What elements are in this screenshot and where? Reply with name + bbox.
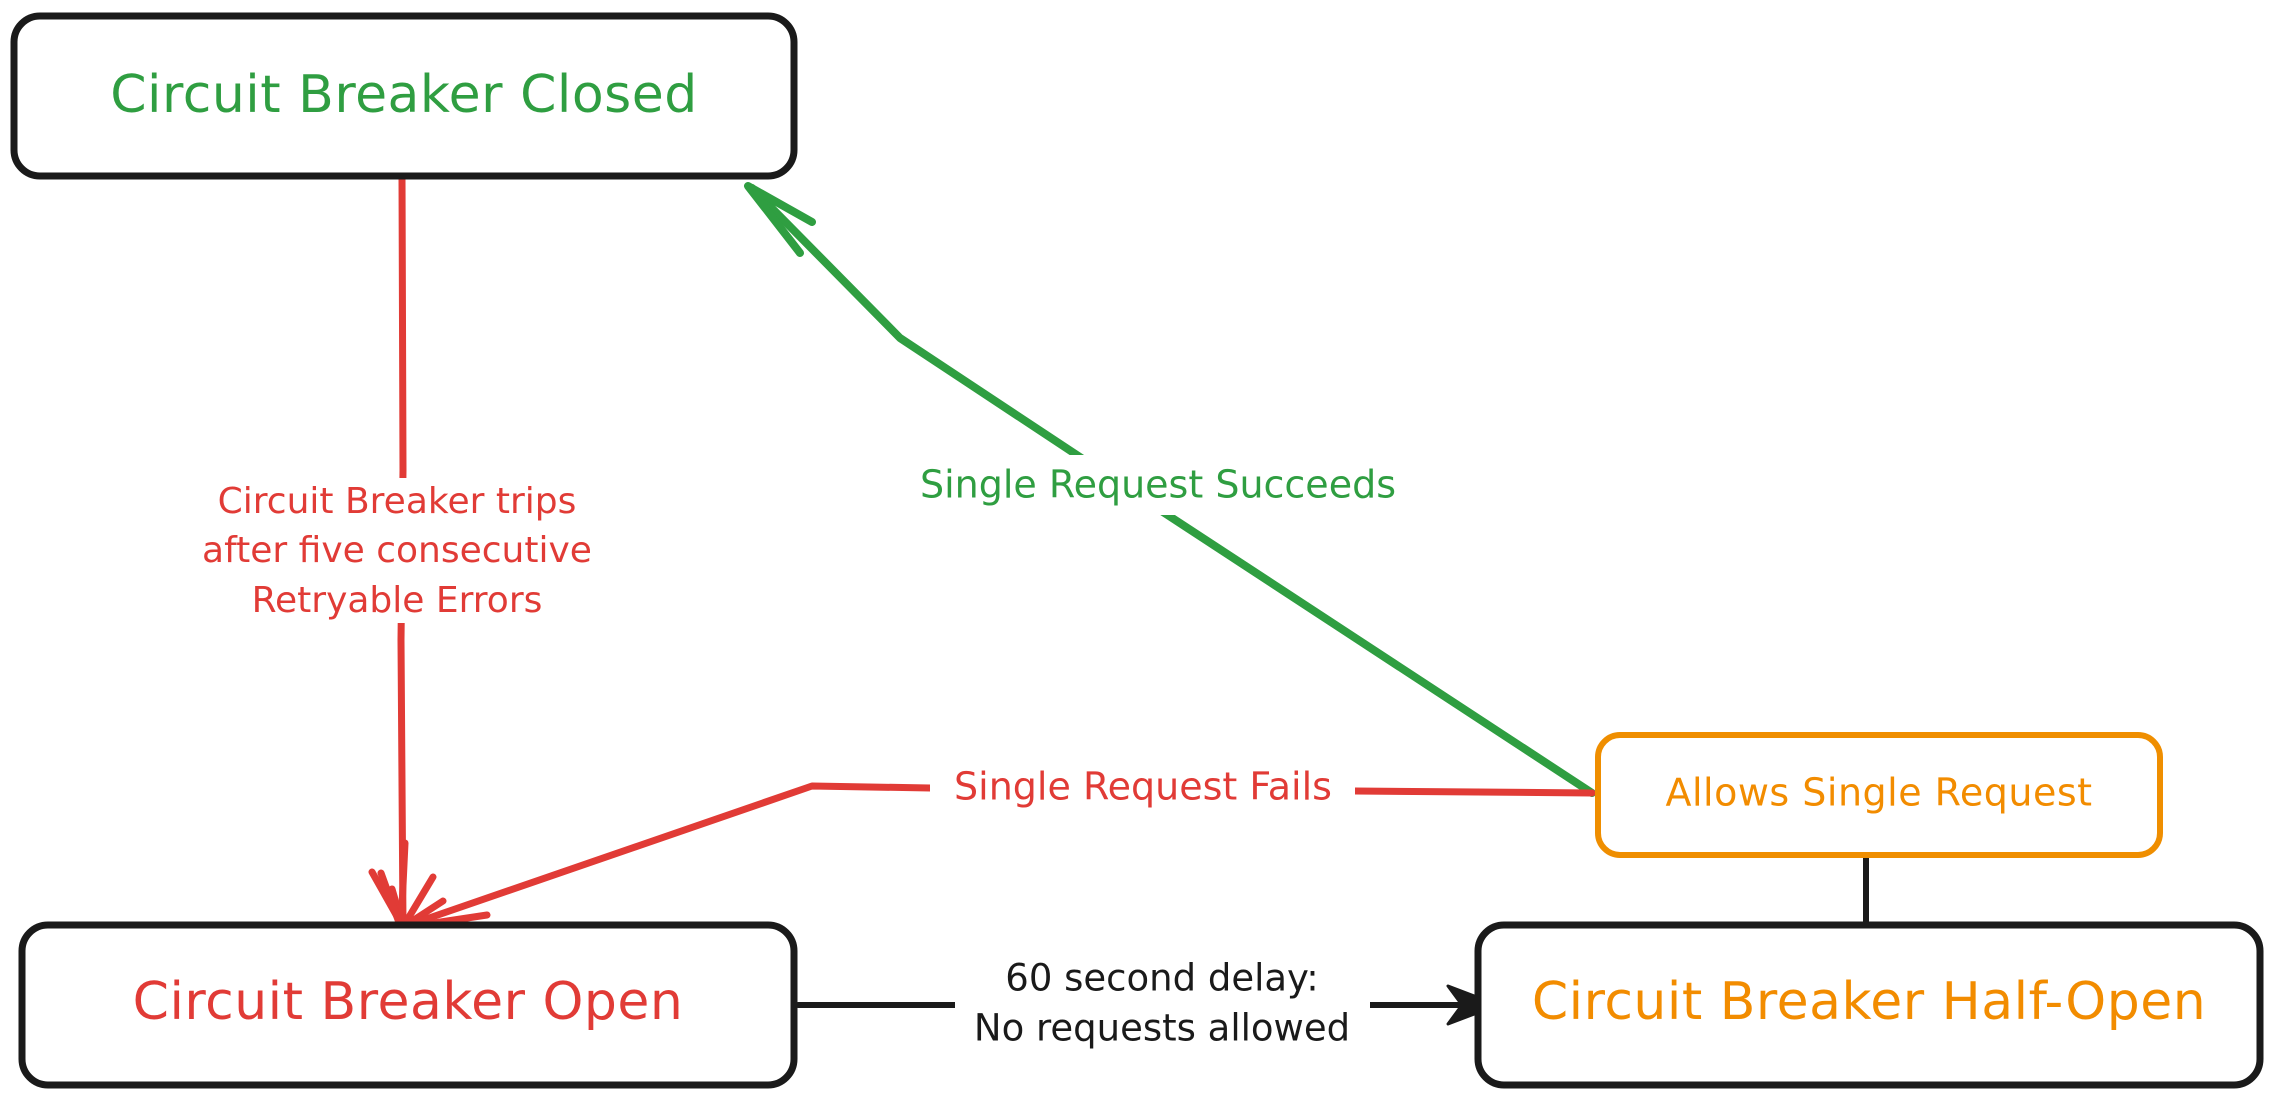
edge-label-closed-to-open-backdrop bbox=[170, 478, 590, 623]
edge-allows-to-closed-arrowhead bbox=[744, 182, 816, 257]
edge-label-open-to-halfopen-line-1: 60 second delay: bbox=[1005, 957, 1318, 1000]
edge-label-allows-to-open-backdrop bbox=[930, 762, 1355, 816]
node-circuit-breaker-open[interactable]: Circuit Breaker Open bbox=[18, 921, 798, 1089]
node-allows-single-request-shape[interactable] bbox=[1595, 732, 2163, 858]
edge-label-allows-to-closed: Single Request Succeeds bbox=[908, 455, 1408, 515]
node-allows-single-request[interactable]: Allows Single Request bbox=[1595, 732, 2163, 858]
node-circuit-breaker-closed-shape[interactable] bbox=[10, 12, 798, 180]
edge-label-closed-to-open-line-1: Circuit Breaker trips bbox=[218, 481, 577, 522]
edge-label-allows-to-closed-backdrop bbox=[908, 455, 1408, 515]
node-circuit-breaker-open-label: Circuit Breaker Open bbox=[133, 972, 684, 1032]
edge-label-open-to-halfopen: 60 second delay: No requests allowed bbox=[955, 952, 1370, 1056]
edge-label-allows-to-closed-text: Single Request Succeeds bbox=[920, 463, 1396, 507]
edge-label-open-to-halfopen-backdrop bbox=[955, 952, 1370, 1056]
node-circuit-breaker-half-open-label: Circuit Breaker Half-Open bbox=[1532, 972, 2206, 1032]
node-circuit-breaker-open-shape[interactable] bbox=[18, 921, 798, 1089]
edge-label-closed-to-open-line-3: Retryable Errors bbox=[252, 580, 543, 621]
node-circuit-breaker-half-open[interactable]: Circuit Breaker Half-Open bbox=[1474, 921, 2264, 1089]
edge-allows-to-closed bbox=[744, 182, 1596, 797]
edge-label-allows-to-open-text: Single Request Fails bbox=[954, 765, 1332, 809]
edge-allows-to-closed-line bbox=[748, 184, 1596, 797]
node-circuit-breaker-half-open-shape[interactable] bbox=[1474, 921, 2264, 1089]
edge-label-open-to-halfopen-line-2: No requests allowed bbox=[974, 1007, 1350, 1050]
edge-label-closed-to-open: Circuit Breaker trips after five consecu… bbox=[170, 478, 592, 623]
node-circuit-breaker-closed[interactable]: Circuit Breaker Closed bbox=[10, 12, 798, 180]
edge-label-closed-to-open-line-2: after five consecutive bbox=[202, 530, 592, 571]
edge-label-allows-to-open: Single Request Fails bbox=[930, 762, 1355, 816]
node-allows-single-request-label: Allows Single Request bbox=[1665, 771, 2092, 815]
node-circuit-breaker-closed-label: Circuit Breaker Closed bbox=[110, 65, 698, 125]
